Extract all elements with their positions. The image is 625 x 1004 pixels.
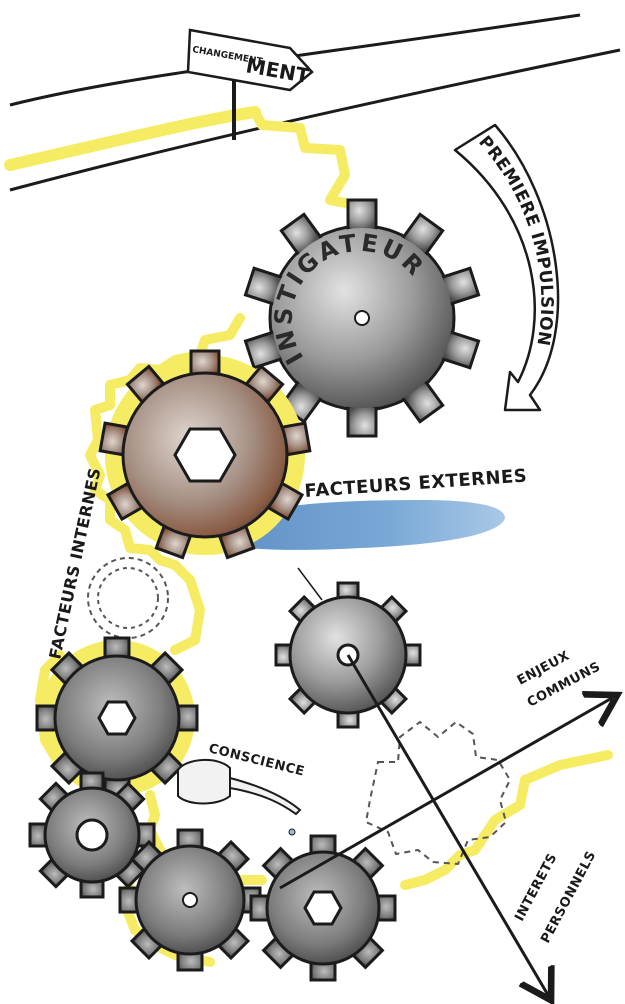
dashed-gear-right bbox=[364, 720, 512, 866]
rust-gear-hole bbox=[173, 427, 237, 483]
gear-left-1-hole bbox=[97, 700, 137, 736]
gear-bottom-2 bbox=[249, 834, 397, 982]
facteurs-internes-label: FACTEURS INTERNES bbox=[45, 466, 104, 661]
oil-can bbox=[177, 759, 302, 836]
interets-personnels-axis bbox=[346, 654, 548, 995]
gear-bottom-1 bbox=[118, 828, 262, 972]
road-bottom-edge bbox=[9, 48, 621, 192]
road bbox=[4, 13, 621, 192]
instigateur-gear: INSTIGATEUR bbox=[243, 198, 481, 438]
axes bbox=[279, 654, 612, 995]
oil-can-spout bbox=[229, 776, 302, 816]
dashed-gear-internal bbox=[87, 557, 169, 639]
enjeux-communs-axis bbox=[279, 698, 612, 890]
sign-board bbox=[186, 28, 314, 92]
signpost: CHANGEMENT MENT bbox=[186, 28, 314, 140]
gear-bottom-2-hole bbox=[303, 890, 343, 926]
oil-drop bbox=[288, 828, 296, 836]
oil-can-body bbox=[177, 759, 231, 805]
impulsion-arrow-band bbox=[453, 123, 560, 412]
connector-line bbox=[297, 567, 323, 601]
rust-gear bbox=[98, 349, 312, 560]
gear-left-1 bbox=[35, 636, 199, 800]
instigateur-gear-body bbox=[243, 198, 481, 438]
facteurs-externes-label: FACTEURS EXTERNES bbox=[304, 465, 528, 502]
gear-left-2 bbox=[28, 771, 156, 899]
